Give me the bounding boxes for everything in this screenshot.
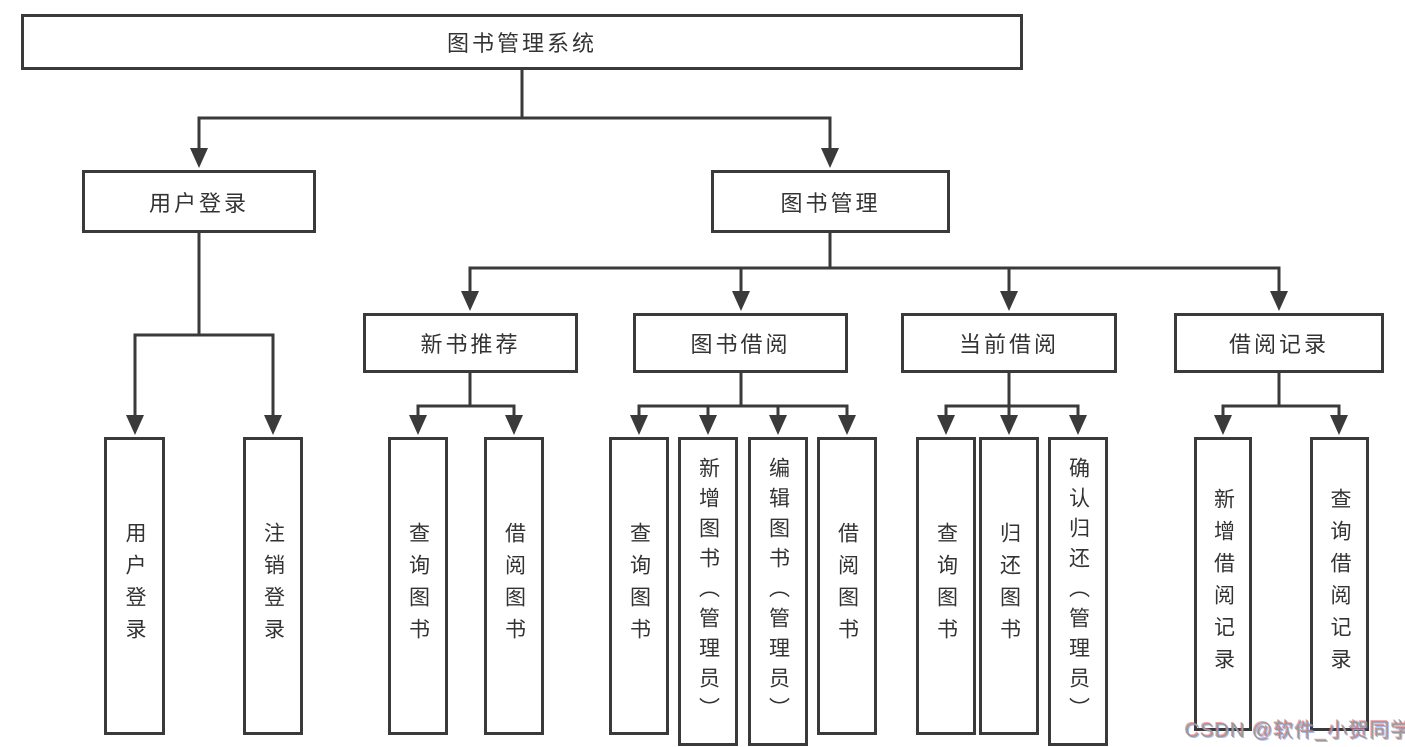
leaf-label: 查询图书 bbox=[627, 522, 651, 650]
node-label: 图书借阅 bbox=[690, 332, 791, 357]
connector-borrowing-records-split bbox=[1214, 371, 1348, 435]
leaf-label: 用户登录 bbox=[123, 522, 146, 650]
node-label: 图书管理 bbox=[780, 190, 881, 216]
connector-book-management-split bbox=[461, 231, 1288, 311]
node-book-management: 图书管理 bbox=[711, 170, 950, 233]
leaf-search-borrow-record: 查询借阅记录 bbox=[1310, 437, 1369, 731]
node-current-borrowing: 当前借阅 bbox=[901, 313, 1117, 373]
connector-new-book-split bbox=[409, 371, 523, 435]
node-borrowing-records: 借阅记录 bbox=[1174, 313, 1384, 373]
leaf-label: 归还图书 bbox=[997, 522, 1021, 650]
leaf-label: 借阅图书 bbox=[502, 522, 526, 650]
leaf-add-books-admin: 新增图书（管理员） bbox=[678, 437, 738, 746]
leaf-logout: 注销登录 bbox=[243, 437, 303, 735]
connector-user-login-split bbox=[126, 231, 282, 435]
watermark-text: CSDN @软件_小贺同学 bbox=[1185, 720, 1405, 742]
leaf-user-login: 用户登录 bbox=[104, 437, 165, 735]
node-library-management-system: 图书管理系统 bbox=[21, 14, 1023, 70]
connector-current-borrowing-split bbox=[937, 371, 1087, 435]
leaf-label: 查询借阅记录 bbox=[1328, 488, 1351, 680]
leaf-label: 新增图书（管理员） bbox=[696, 456, 720, 727]
leaf-edit-books-admin: 编辑图书（管理员） bbox=[748, 437, 808, 746]
connector-book-borrowing-split bbox=[630, 371, 856, 435]
leaf-label: 查询图书 bbox=[406, 522, 430, 650]
leaf-add-borrow-record: 新增借阅记录 bbox=[1194, 437, 1252, 731]
leaf-borrow-books-2: 借阅图书 bbox=[817, 437, 877, 735]
node-new-book-recommendation: 新书推荐 bbox=[363, 313, 578, 373]
leaf-label: 注销登录 bbox=[261, 522, 285, 650]
leaf-label: 借阅图书 bbox=[835, 522, 859, 650]
leaf-label: 编辑图书（管理员） bbox=[766, 456, 790, 727]
node-user-login: 用户登录 bbox=[82, 170, 316, 233]
leaf-label: 查询图书 bbox=[934, 522, 958, 650]
node-label: 新书推荐 bbox=[420, 332, 521, 357]
node-label: 用户登录 bbox=[148, 190, 249, 216]
leaf-search-books-2: 查询图书 bbox=[609, 437, 669, 735]
leaf-label: 新增借阅记录 bbox=[1211, 488, 1235, 680]
leaf-confirm-return-admin: 确认归还（管理员） bbox=[1048, 437, 1108, 746]
leaf-return-books: 归还图书 bbox=[979, 437, 1039, 735]
node-label: 当前借阅 bbox=[958, 332, 1059, 357]
connector-root-to-level2 bbox=[190, 68, 839, 168]
node-book-borrowing: 图书借阅 bbox=[633, 313, 848, 373]
leaf-label: 确认归还（管理员） bbox=[1066, 456, 1090, 727]
leaf-search-books-3: 查询图书 bbox=[916, 437, 976, 735]
leaf-borrow-books: 借阅图书 bbox=[484, 437, 544, 735]
node-label: 借阅记录 bbox=[1228, 332, 1329, 357]
node-label: 图书管理系统 bbox=[446, 31, 597, 56]
leaf-search-books: 查询图书 bbox=[388, 437, 448, 735]
